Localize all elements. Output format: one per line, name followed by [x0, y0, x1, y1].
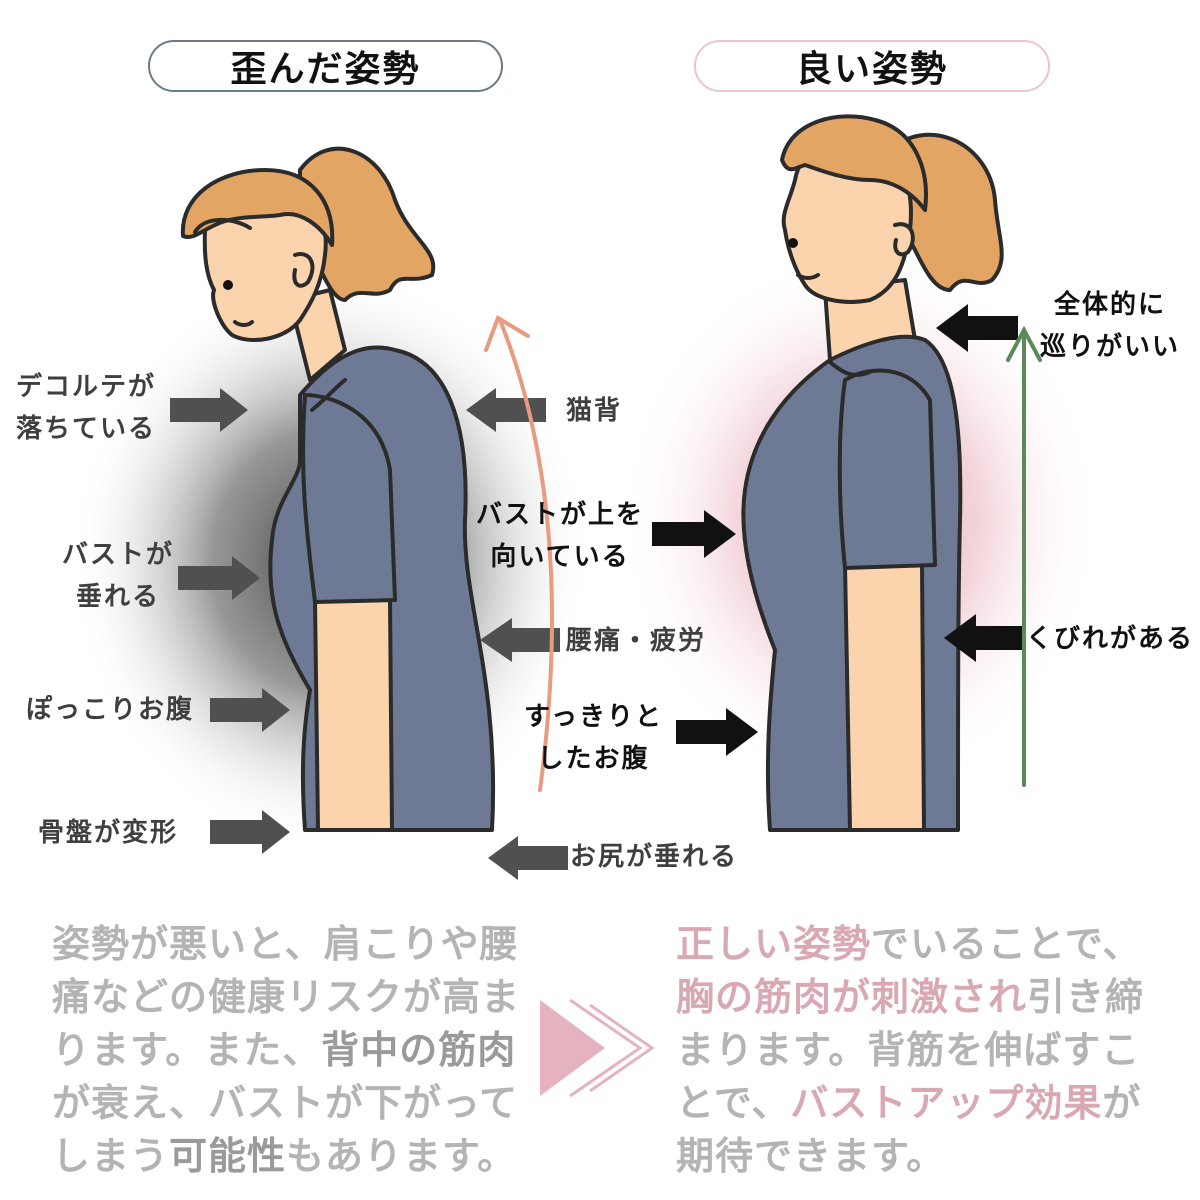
text-highlight: 背中の筋肉 — [321, 1028, 517, 1072]
header-good-posture: 良い姿勢 — [694, 40, 1050, 92]
arrow-left-icon — [936, 304, 1018, 352]
arrow-left-icon — [480, 618, 560, 662]
label-pelvis: 骨盤が変形 — [38, 818, 179, 848]
label-decollete: デコルテが 落ちている — [16, 372, 157, 444]
label-bust-up: バストが上を 向いている — [476, 500, 645, 572]
good-posture-woman — [741, 114, 1004, 832]
label-belly: ぽっこりお腹 — [26, 695, 195, 725]
arrow-right-icon — [652, 510, 736, 558]
text-segment: 姿勢が悪いと、肩こりや腰痛などの健康リスクが高まります。また、 — [52, 922, 521, 1072]
label-cat-back: 猫背 — [566, 396, 623, 426]
header-bad-posture: 歪んだ姿勢 — [148, 40, 503, 92]
arrow-left-icon — [944, 614, 1026, 662]
text-highlight: 可能性 — [169, 1134, 287, 1178]
text-segment: が期待できます。 — [676, 1081, 1142, 1178]
straight-up-arrow-icon — [1006, 325, 1042, 787]
arrow-right-icon — [210, 810, 290, 854]
label-flat-belly: すっきりと したお腹 — [524, 702, 663, 774]
label-waist: くびれがある — [1026, 624, 1195, 654]
arrow-right-icon — [178, 556, 260, 600]
label-bust-sag: バストが 垂れる — [62, 540, 175, 612]
good-posture-description: 正しい姿勢でいることで、胸の筋肉が刺激され引き締まります。背筋を伸ばすことで、バ… — [676, 918, 1146, 1183]
text-highlight: 胸の筋肉が刺激され — [676, 975, 1028, 1019]
label-backache: 腰痛・疲労 — [566, 626, 707, 656]
chevron-arrow-icon — [540, 998, 655, 1098]
text-highlight: バストアップ効果 — [790, 1081, 1103, 1125]
text-segment: もあります。 — [286, 1134, 517, 1178]
text-segment: 引き締まります。背筋を伸ばすことで、 — [676, 975, 1145, 1125]
arrow-right-icon — [170, 388, 248, 432]
bad-posture-woman — [180, 146, 496, 832]
curved-up-arrow-icon — [484, 315, 554, 792]
bad-posture-description: 姿勢が悪いと、肩こりや腰痛などの健康リスクが高まります。また、背中の筋肉が衰え、… — [52, 918, 522, 1183]
text-highlight: 正しい姿勢 — [676, 922, 872, 966]
arrow-right-icon — [210, 688, 290, 732]
text-segment: が衰え、バストが下がってしまう — [52, 1081, 519, 1178]
arrow-right-icon — [676, 708, 758, 756]
arrow-left-icon — [488, 836, 568, 880]
arrows-good — [652, 304, 1026, 756]
text-segment: でいることで、 — [871, 922, 1142, 966]
label-hip-sag: お尻が垂れる — [570, 842, 739, 872]
label-circulation: 全体的に 巡りがいい — [1040, 290, 1181, 362]
